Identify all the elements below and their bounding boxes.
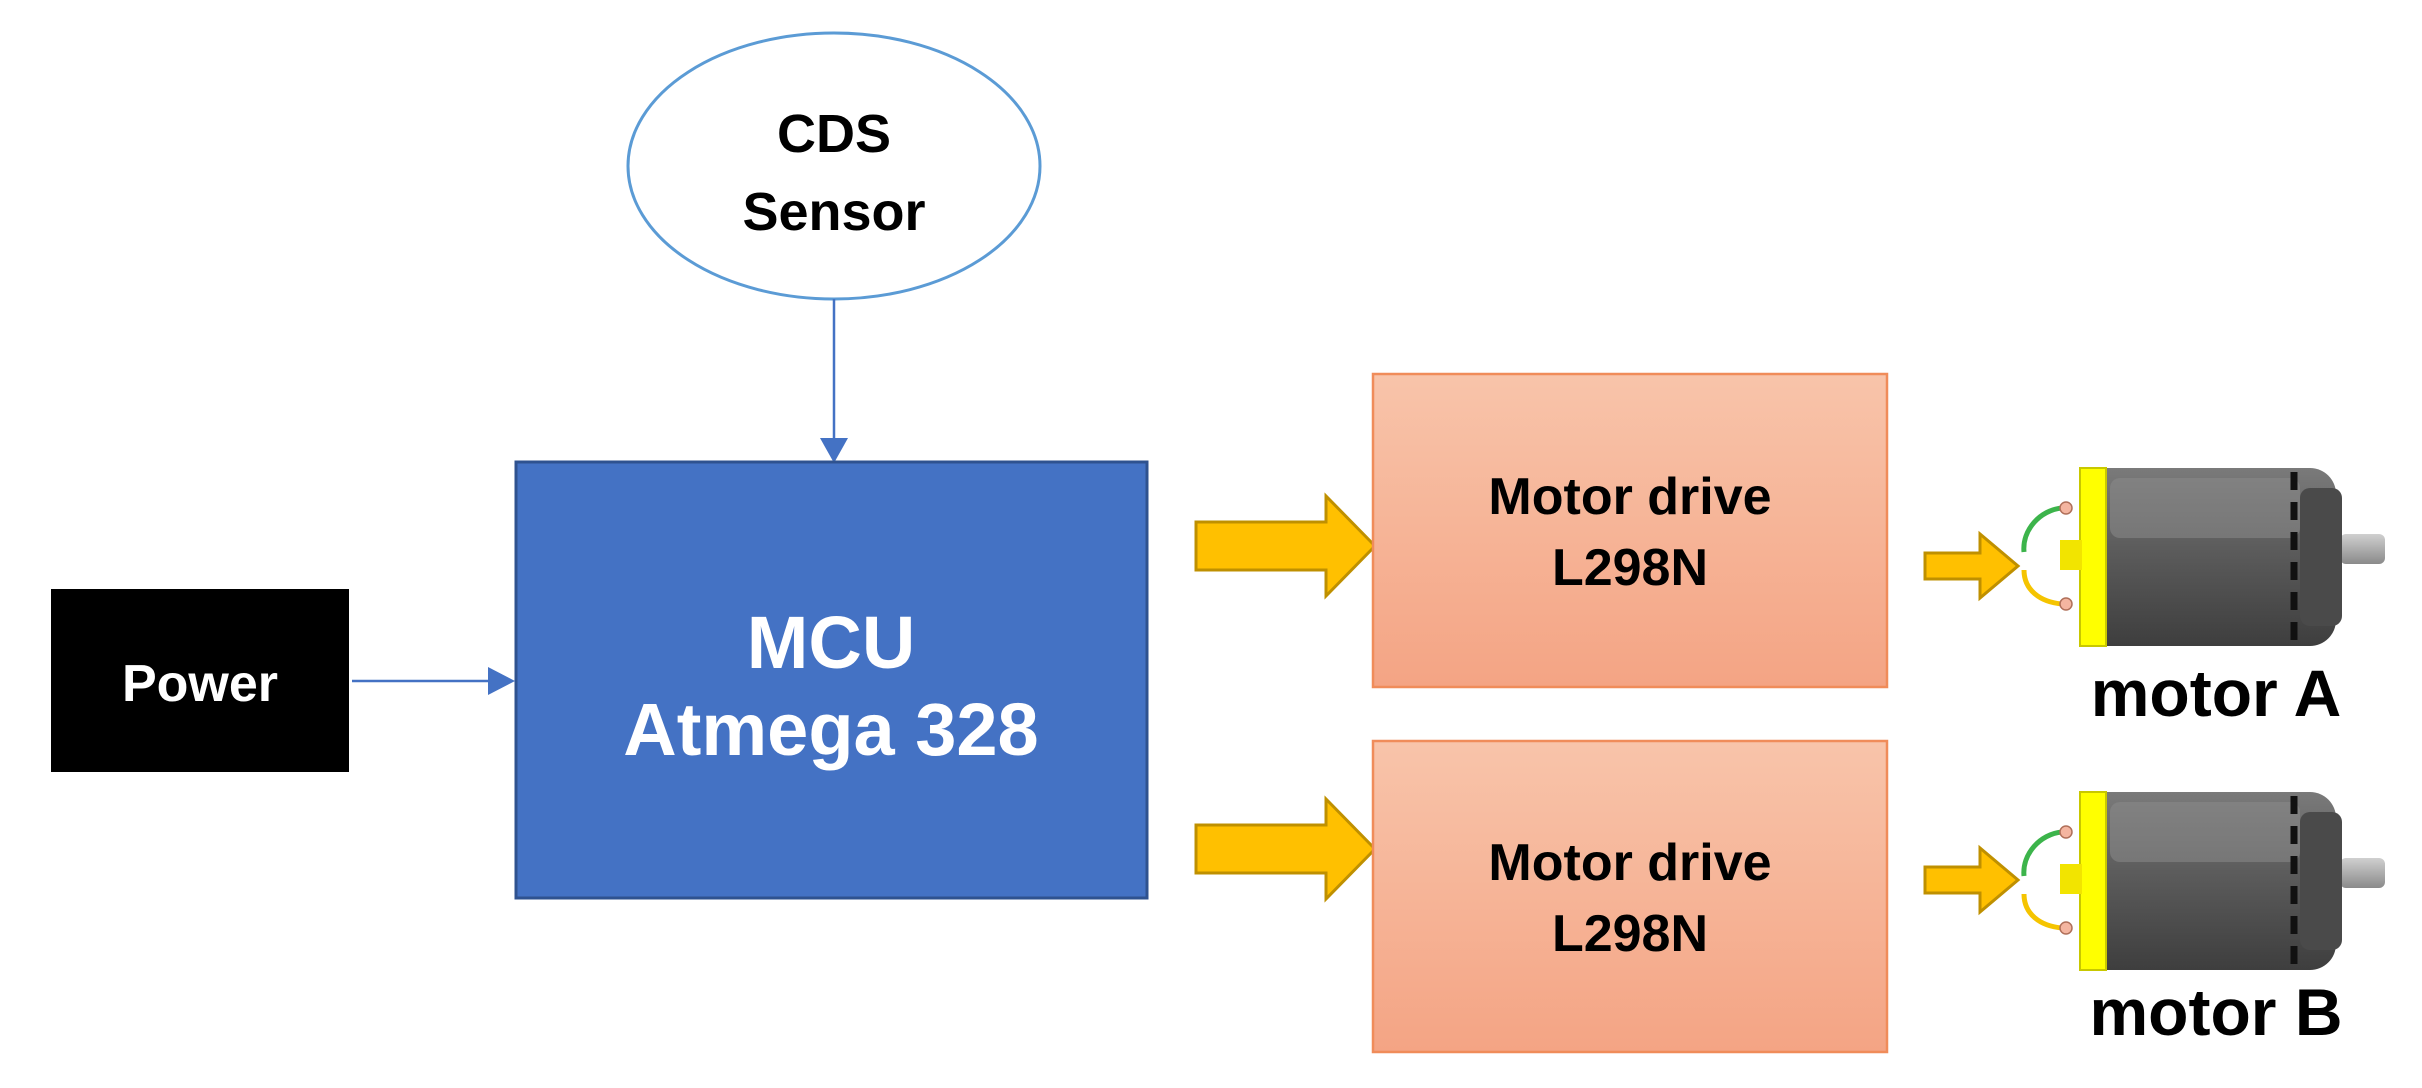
mcu-to-driver-b-arrow — [1194, 795, 1378, 903]
sensor-to-mcu-connector — [820, 299, 848, 463]
mcu-node: MCU Atmega 328 — [514, 460, 1149, 900]
mcu-to-driver-a-arrow — [1194, 492, 1378, 600]
driver-a-to-motor-a-arrow — [1923, 530, 2021, 602]
motor-driver-a-label-line2: L298N — [1552, 539, 1708, 597]
driver-b-to-motor-b-arrow — [1923, 844, 2021, 916]
power-label: Power — [122, 655, 278, 713]
mcu-label-line2: Atmega 328 — [623, 688, 1038, 771]
mcu-label-line1: MCU — [747, 601, 916, 684]
motor-b-icon — [2021, 791, 2385, 971]
motor-driver-b-label-line1: Motor drive — [1488, 834, 1771, 892]
cds-sensor-label-line2: Sensor — [742, 182, 925, 242]
motor-driver-a-node: Motor drive L298N — [1371, 372, 1889, 689]
motor-driver-b-node: Motor drive L298N — [1371, 739, 1889, 1054]
cds-sensor-node: CDS Sensor — [626, 31, 1042, 301]
motor-a-label: motor A — [2091, 656, 2342, 730]
power-node: Power — [51, 589, 349, 772]
cds-sensor-label-line1: CDS — [777, 104, 891, 164]
motor-a-icon — [2021, 467, 2385, 647]
motor-driver-b-label-line2: L298N — [1552, 905, 1708, 963]
power-to-mcu-connector — [352, 667, 515, 695]
motor-driver-a-label-line1: Motor drive — [1488, 468, 1771, 526]
motor-b-label: motor B — [2090, 975, 2343, 1049]
